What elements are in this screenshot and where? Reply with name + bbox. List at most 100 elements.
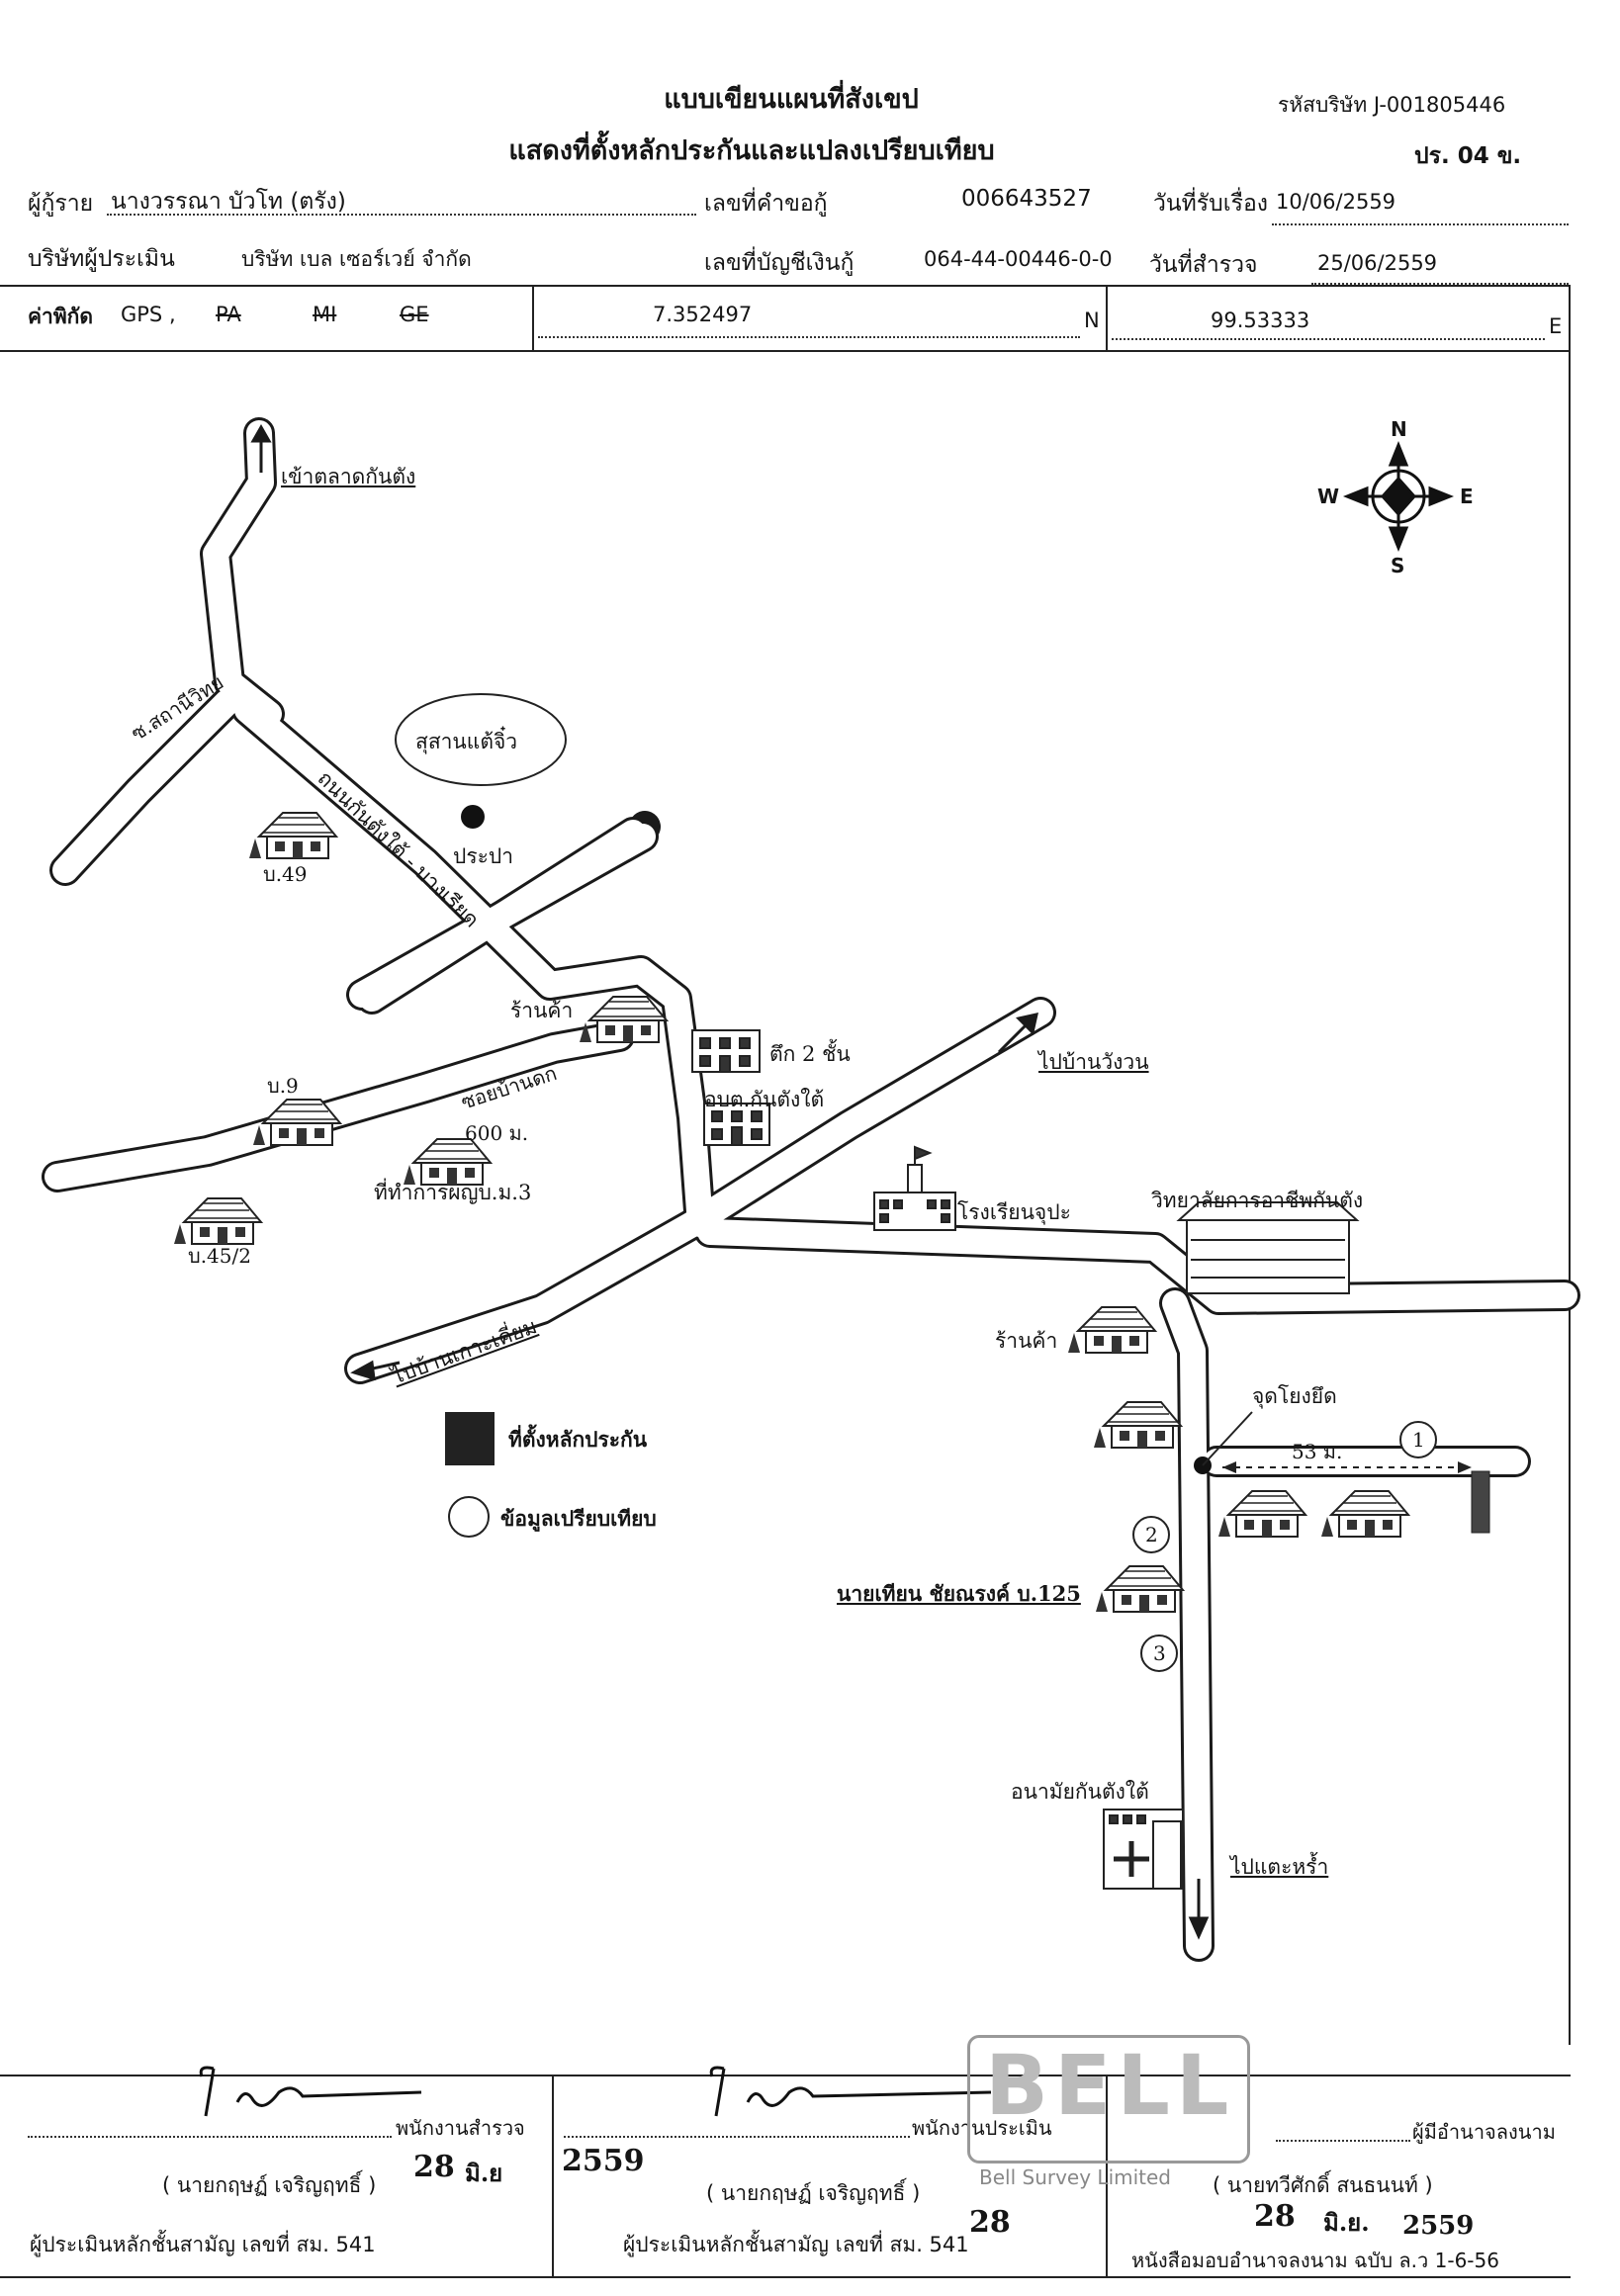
legend-comparison-symbol	[448, 1496, 490, 1538]
authorized-role: ผู้มีอำนาจลงนาม	[1412, 2120, 1556, 2144]
label-ref-point: จุดโยงยึด	[1252, 1384, 1337, 1408]
cemetery-outline	[395, 693, 567, 786]
collateral-plot-marker	[1471, 1470, 1490, 1534]
appraiser-value: บริษัท เบล เซอร์เวย์ จำกัด	[241, 247, 472, 271]
building-2fl-icon	[691, 1029, 761, 1073]
authorized-name: ( นายทวีศักดิ์ สนธนนท์ )	[1213, 2173, 1433, 2197]
received-date-value: 10/06/2559	[1276, 190, 1396, 214]
compass-n: N	[1391, 417, 1407, 441]
tambon-office-icon	[703, 1103, 770, 1146]
document-title: แบบเขียนแผนที่สังเขป	[664, 84, 919, 115]
distance-arrow-right	[1458, 1461, 1472, 1473]
comparison-circle-1	[1399, 1421, 1437, 1458]
legend-comparison-label: ข้อมูลเปรียบเทียบ	[500, 1506, 657, 1531]
compass-w: W	[1317, 485, 1340, 508]
appraiser-role: พนักงานประเมิน	[912, 2116, 1052, 2140]
surveyor-license: ผู้ประเมินหลักชั้นสามัญ เลขที่ สม. 541	[30, 2233, 376, 2256]
survey-date-label: วันที่สำรวจ	[1149, 252, 1258, 278]
company-stamp	[967, 2035, 1250, 2164]
form-code: ปร. 04 ข.	[1414, 143, 1522, 169]
label-shop2: ร้านค้า	[995, 1329, 1058, 1353]
appraiser-signature-image	[709, 2066, 992, 2117]
request-no-label: เลขที่คำขอกู้	[704, 191, 828, 217]
received-date-label: วันที่รับเรื่อง	[1153, 191, 1269, 217]
label-shop1: ร้านค้า	[510, 999, 574, 1022]
coord-divider-1	[532, 285, 534, 350]
coord-row-top-border	[0, 285, 1571, 287]
surveyor-date-day: 28	[413, 2150, 455, 2184]
label-cemetery: สุสานแต้จิ๋ว	[415, 730, 518, 753]
coord-pa: PA	[216, 303, 241, 326]
surveyor-signature-image	[199, 2066, 422, 2117]
coord-row-bottom-border	[0, 350, 1571, 352]
label-house-49: บ.49	[263, 862, 308, 886]
authorized-doc: หนังสือมอบอำนาจลงนาม ฉบับ ล.ว 1-6-56	[1131, 2249, 1499, 2272]
waterworks-icon	[461, 805, 485, 829]
label-dist-600: 600 ม.	[465, 1121, 529, 1145]
house-45-2-icon	[173, 1197, 262, 1245]
coord-mi: MI	[313, 303, 337, 326]
loan-account-value: 064-44-00446-0-0	[924, 247, 1113, 271]
college-icon	[1176, 1201, 1360, 1294]
label-building-2fl: ตึก 2 ชั้น	[769, 1042, 851, 1066]
authorized-date-year: 2559	[1402, 2211, 1475, 2241]
surveyor-date-year: 2559	[562, 2144, 645, 2178]
surveyor-name: ( นายกฤษฏ์ เจริญฤทธิ์ )	[162, 2173, 377, 2197]
survey-date-underline	[1311, 283, 1569, 285]
label-dist-53: 53 ม.	[1292, 1440, 1343, 1463]
label-comp-1: 1	[1412, 1428, 1425, 1452]
longitude-underline	[1112, 338, 1545, 340]
signature-area-top-border	[0, 2075, 1571, 2076]
house-49-icon	[248, 812, 337, 859]
label-to-wangwon: ไปบ้านวังวน	[1038, 1050, 1149, 1074]
appraiser-date: 28	[969, 2205, 1011, 2240]
stamp-brand: BELL	[985, 2037, 1235, 2134]
document-subtitle: แสดงที่ตั้งหลักประกันและแปลงเปรียบเทียบ	[508, 135, 995, 166]
health-center-icon	[1103, 1809, 1184, 1890]
owner-house-icon	[1095, 1565, 1184, 1613]
latitude-value: 7.352497	[653, 303, 753, 326]
label-headman-office: ที่ทำการผญบ.ม.3	[374, 1181, 532, 1204]
signature-divider-1	[552, 2075, 554, 2278]
comparison-circle-2	[1132, 1516, 1170, 1553]
appraiser-sign-line	[564, 2136, 910, 2138]
label-comp-3: 3	[1153, 1641, 1166, 1665]
surveyor-sign-line	[28, 2136, 392, 2138]
compass-e: E	[1460, 485, 1474, 508]
surveyor-role: พนักงานสำรวจ	[396, 2116, 525, 2140]
road-arrows	[250, 423, 1210, 1940]
compass-rose-icon	[1342, 440, 1455, 553]
appraiser-name: ( นายกฤษฏ์ เจริญฤทธิ์ )	[706, 2181, 921, 2205]
longitude-value: 99.53333	[1211, 309, 1310, 332]
latitude-unit: N	[1084, 309, 1100, 332]
coord-label: ค่าพิกัด	[28, 305, 94, 328]
borrower-value: นางวรรณา บัวโท (ตรัง)	[111, 189, 346, 215]
label-house-45-2: บ.45/2	[188, 1244, 251, 1268]
coord-ge: GE	[400, 303, 429, 326]
authorized-date-day: 28	[1254, 2199, 1296, 2234]
school-icon	[873, 1145, 956, 1231]
authorized-sign-line	[1276, 2140, 1410, 2142]
surveyor-date-month: มิ.ย	[465, 2159, 503, 2187]
label-waterworks: ประปา	[453, 844, 514, 868]
distance-arrow-left	[1222, 1461, 1236, 1473]
reference-point-leader	[1202, 1411, 1253, 1466]
label-college: วิทยาลัยการอาชีพกันตัง	[1151, 1189, 1364, 1212]
survey-date-value: 25/06/2559	[1317, 251, 1438, 275]
label-house-9: บ.9	[267, 1074, 299, 1098]
borrower-label: ผู้กู้ราย	[28, 191, 94, 217]
comparison-circle-3	[1140, 1634, 1178, 1672]
house-near-ref-icon	[1093, 1401, 1182, 1449]
stamp-text: Bell Survey Limited	[979, 2165, 1172, 2189]
comp1-house-a-icon	[1217, 1490, 1306, 1538]
coord-divider-2	[1106, 285, 1108, 350]
appraiser-license: ผู้ประเมินหลักชั้นสามัญ เลขที่ สม. 541	[623, 2233, 969, 2256]
comp1-house-b-icon	[1320, 1490, 1409, 1538]
company-code: รหัสบริษัท J-001805446	[1278, 93, 1506, 117]
request-no-value: 006643527	[961, 186, 1092, 212]
label-comp-2: 2	[1145, 1523, 1158, 1546]
received-date-underline	[1272, 223, 1569, 225]
signature-area-bottom-border	[0, 2276, 1571, 2278]
latitude-underline	[538, 336, 1080, 338]
frame-right-border	[1569, 285, 1571, 2045]
